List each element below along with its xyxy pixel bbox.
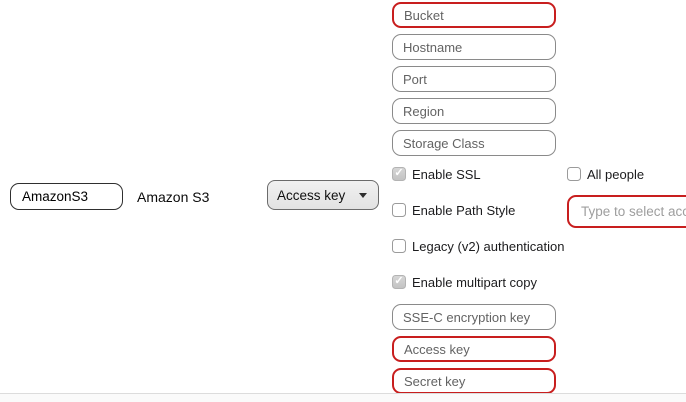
checkbox-all-people[interactable]: ✓ All people [567,166,644,182]
checkmark-icon: ✓ [394,275,404,287]
checkbox-legacy-v2-auth[interactable]: ✓ Legacy (v2) authentication [392,238,564,254]
checkbox-label: All people [587,166,645,182]
checkbox-enable-ssl[interactable]: ✓ Enable SSL [392,166,481,182]
protocol-label: Amazon S3 [137,189,210,205]
bucket-input[interactable] [392,2,556,28]
dropdown-caret-icon [359,192,367,198]
checkbox-box[interactable]: ✓ [392,275,406,289]
ssec-encryption-key-input[interactable] [392,304,556,330]
storage-class-input[interactable] [392,130,556,156]
footer-strip [0,394,686,402]
checkbox-box[interactable]: ✓ [392,239,406,253]
secret-key-input[interactable] [392,368,556,394]
checkbox-box[interactable]: ✓ [392,167,406,181]
auth-method-selected: Access key [277,187,346,203]
account-select-input[interactable] [567,195,686,228]
checkbox-box[interactable]: ✓ [392,203,406,217]
auth-method-dropdown[interactable]: Access key [267,180,379,210]
checkbox-label: Enable Path Style [412,202,516,218]
checkbox-enable-path-style[interactable]: ✓ Enable Path Style [392,202,515,218]
access-key-input[interactable] [392,336,556,362]
bottom-divider [0,393,686,394]
checkbox-label: Enable SSL [412,166,481,182]
region-input[interactable] [392,98,556,124]
checkbox-label: Enable multipart copy [412,274,538,290]
checkbox-box[interactable]: ✓ [567,167,581,181]
checkbox-label: Legacy (v2) authentication [412,238,565,254]
hostname-input[interactable] [392,34,556,60]
checkmark-icon: ✓ [394,167,404,179]
profile-nickname-input[interactable] [10,183,123,210]
port-input[interactable] [392,66,556,92]
checkbox-enable-multipart-copy[interactable]: ✓ Enable multipart copy [392,274,537,290]
